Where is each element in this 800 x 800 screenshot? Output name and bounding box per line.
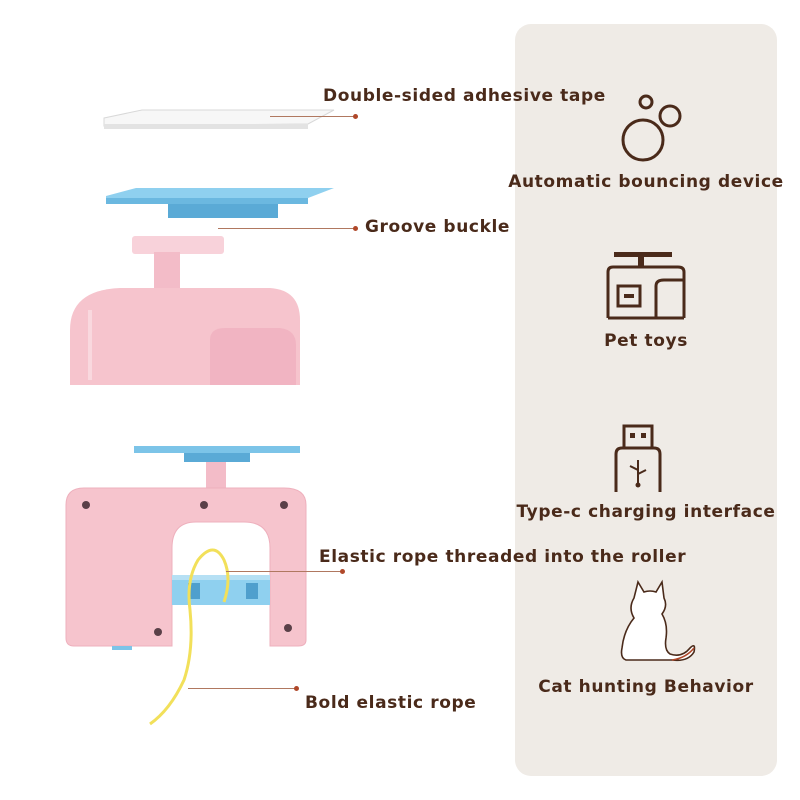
bold-elastic-rope-label: Bold elastic rope: [305, 693, 477, 713]
roller-leader-dot: [340, 569, 345, 574]
elastic-rope-roller-label: Elastic rope threaded into the roller: [319, 547, 687, 567]
usb-plug-icon: [614, 424, 662, 492]
adhesive-tape-shape: [103, 109, 335, 127]
device-body-bottom: [65, 487, 307, 647]
mount-plate-bottom: [134, 446, 300, 453]
tape-leader-dot: [353, 114, 358, 119]
feature-label-bouncing: Automatic bouncing device: [508, 172, 784, 192]
feature-label-type-c: Type-c charging interface: [516, 502, 776, 522]
cat-furniture-icon: [606, 252, 686, 320]
feature-label-pet-toys: Pet toys: [604, 331, 688, 351]
groove-buckle-plate: [106, 188, 334, 200]
buckle-leader-line: [218, 228, 358, 229]
tape-leader-line: [270, 116, 358, 117]
elastic-rope: [149, 548, 230, 726]
bubbles-icon: [621, 94, 682, 162]
buckle-leader-dot: [353, 226, 358, 231]
product-illustration: [65, 109, 335, 726]
cat-silhouette-icon: [620, 579, 696, 662]
groove-buckle-label: Groove buckle: [365, 217, 511, 237]
adhesive-tape-label: Double-sided adhesive tape: [323, 86, 606, 106]
feature-label-cat-hunting: Cat hunting Behavior: [538, 677, 754, 697]
roller-leader-line: [226, 571, 344, 572]
rope-leader-dot: [294, 686, 299, 691]
rope-leader-line: [188, 688, 296, 689]
